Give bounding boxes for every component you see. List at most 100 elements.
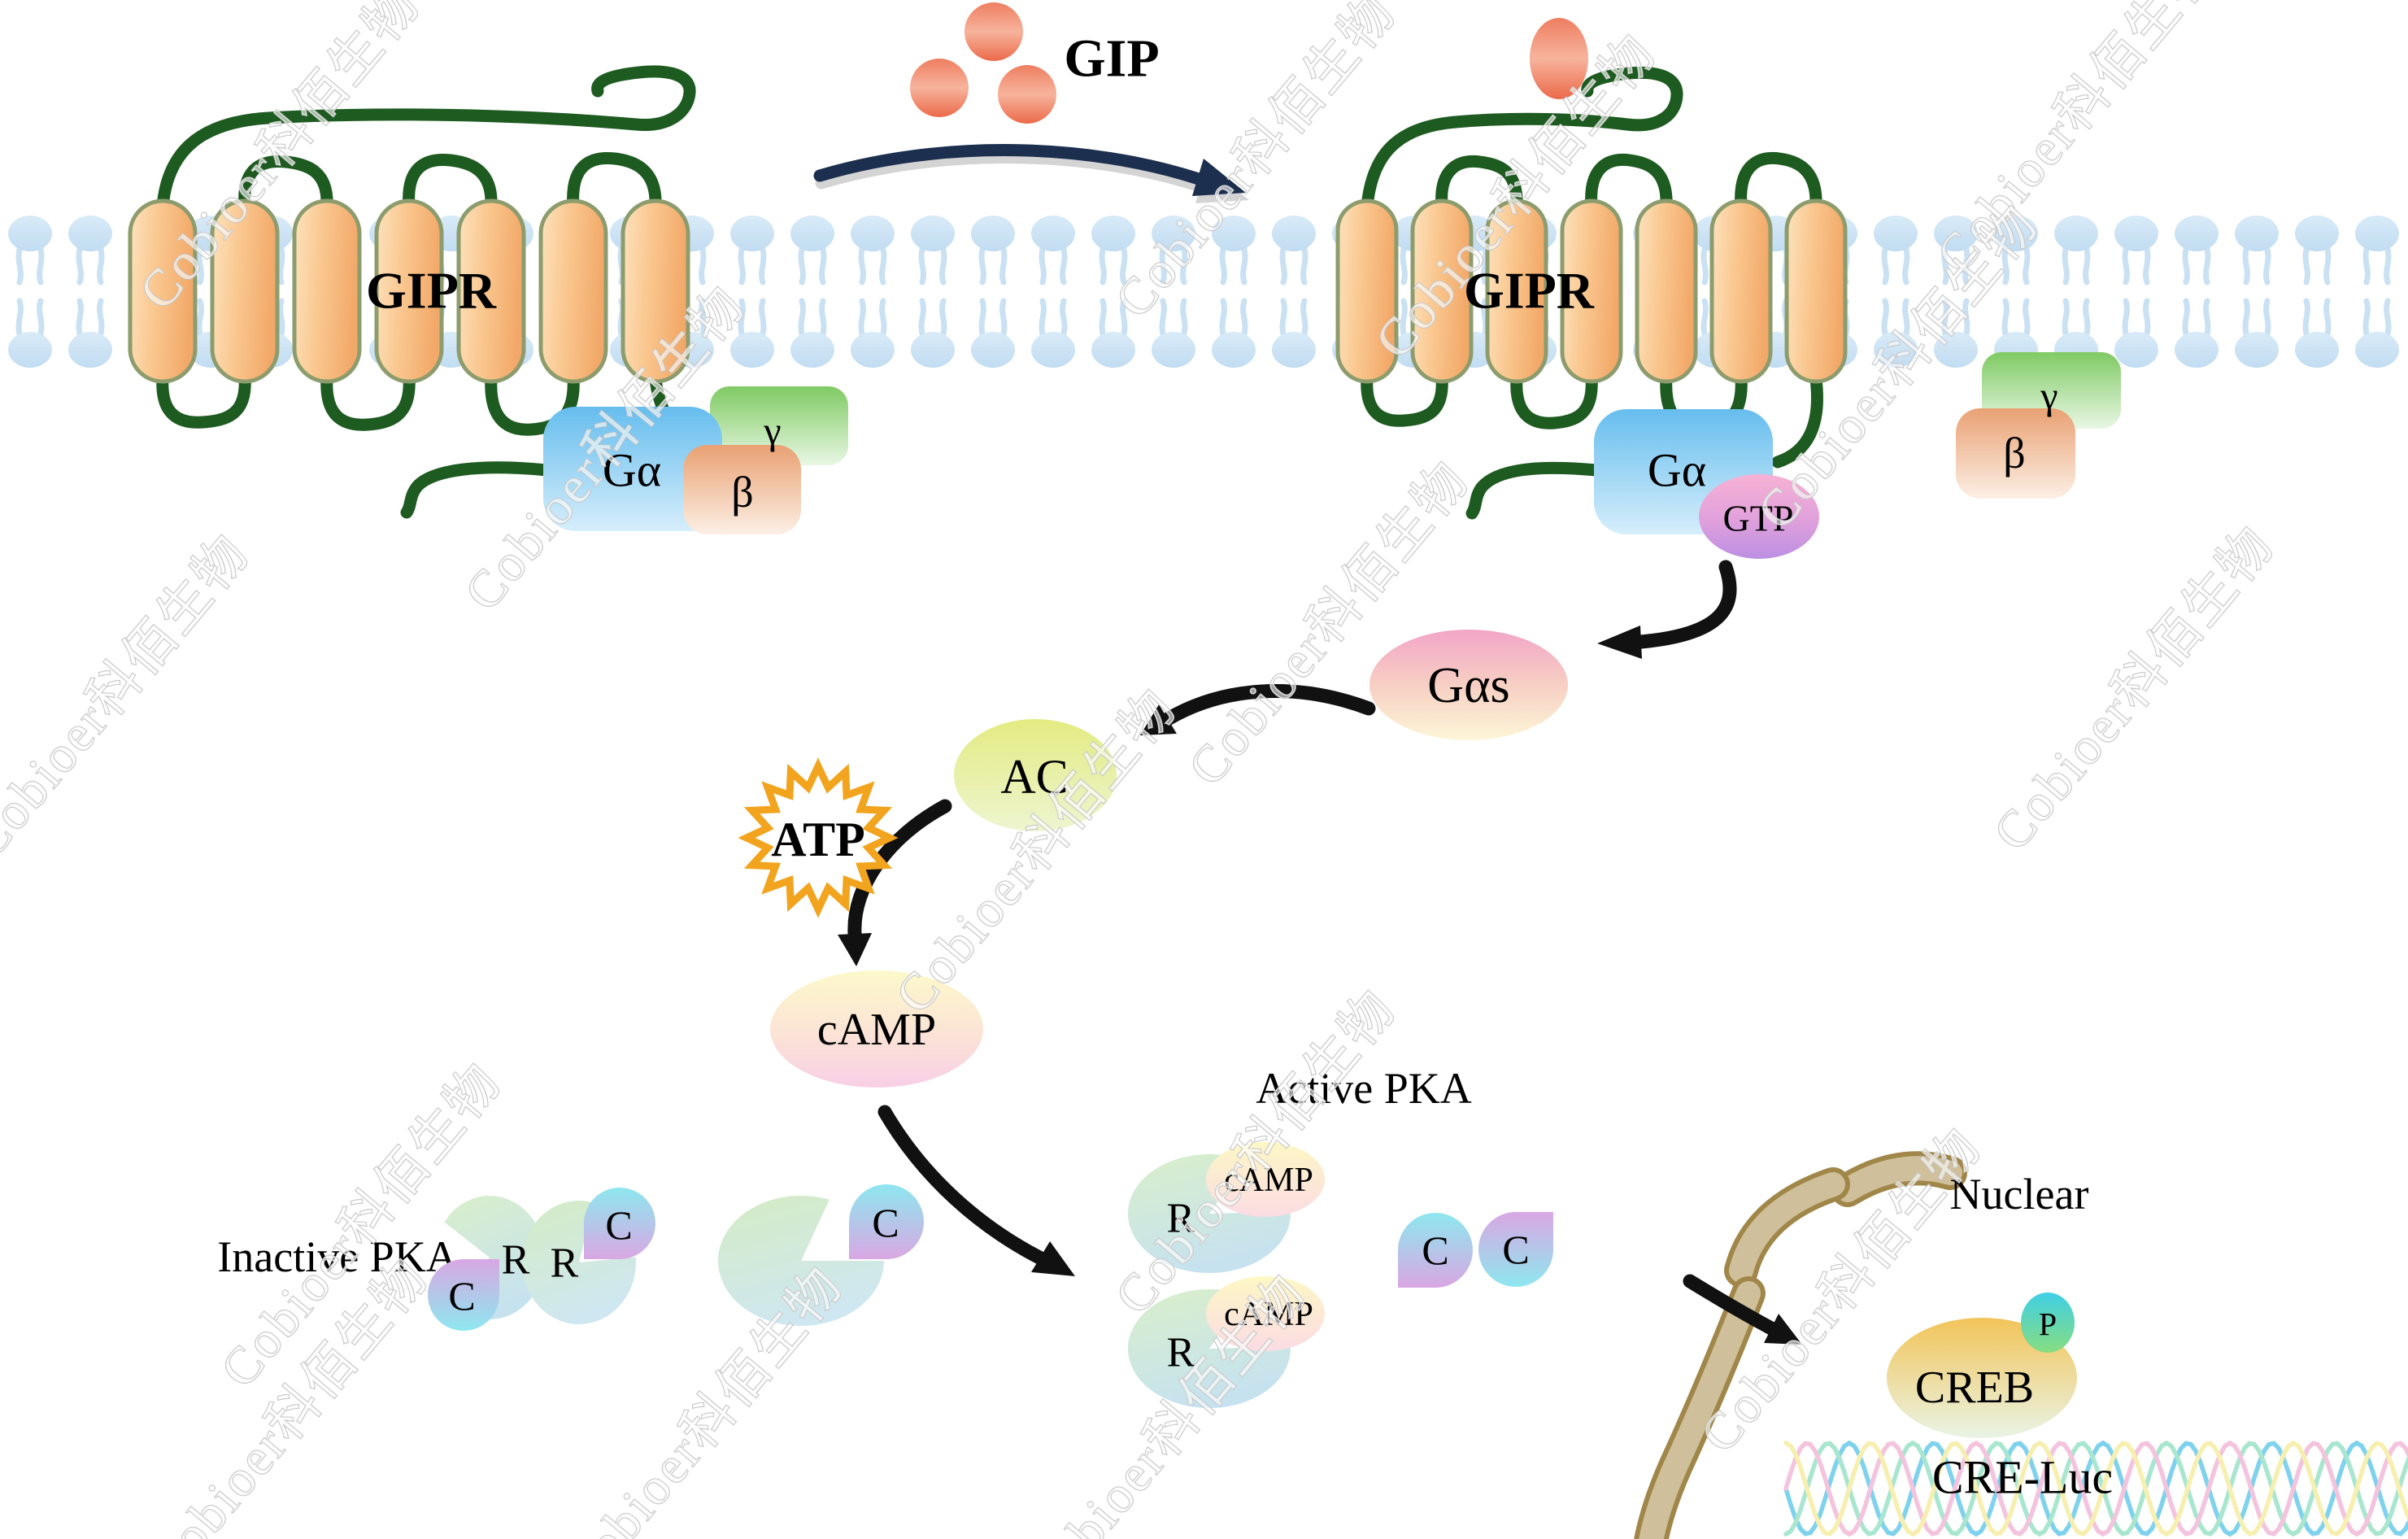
tm-helix-left bbox=[456, 198, 526, 384]
c-subunit-label: C bbox=[872, 1200, 899, 1245]
gipr-right-ec-loop bbox=[1585, 153, 1673, 213]
lipid-tail bbox=[2302, 243, 2310, 286]
dna-strand bbox=[1783, 1440, 2408, 1537]
lipid-tail bbox=[2323, 298, 2332, 340]
creb-label: CREB bbox=[1915, 1362, 2034, 1413]
lipid-tail bbox=[2203, 243, 2211, 286]
nuclear-label: Nuclear bbox=[1950, 1170, 2089, 1219]
lipid-tail bbox=[1962, 243, 1970, 286]
lipid-head bbox=[1031, 332, 1075, 368]
lipid-tail bbox=[37, 243, 45, 286]
lipid-tail bbox=[2263, 298, 2271, 340]
lipid-head bbox=[68, 216, 112, 251]
beta-subunit-right bbox=[1956, 408, 2075, 499]
lipid-tail bbox=[2384, 243, 2392, 286]
lipid-head bbox=[1031, 216, 1075, 251]
lipid-tail bbox=[1219, 298, 1227, 340]
r-subunit-shape bbox=[1127, 1288, 1291, 1408]
lipid-head bbox=[971, 216, 1015, 251]
camp-bound-1 bbox=[1206, 1142, 1325, 1217]
lipid-tail bbox=[2023, 298, 2031, 340]
lipid-tail bbox=[699, 243, 707, 286]
arrow-c-to-creb bbox=[1683, 1274, 1802, 1345]
tm-helix-right bbox=[1485, 198, 1548, 384]
lipid-tail bbox=[97, 243, 105, 286]
lipid-tail bbox=[978, 298, 986, 340]
lipid-head bbox=[1152, 332, 1195, 368]
lipid-tail bbox=[759, 298, 767, 340]
lipid-tail bbox=[1941, 243, 1949, 286]
lipid-head bbox=[911, 216, 955, 251]
lipid-tail bbox=[1060, 243, 1068, 286]
lipid-tail bbox=[999, 298, 1008, 340]
arrowhead bbox=[838, 933, 872, 966]
lipid-head bbox=[1874, 216, 1918, 251]
lipid-tail bbox=[798, 298, 806, 340]
camp-bound-2 bbox=[1206, 1276, 1325, 1351]
lipid-head bbox=[2235, 332, 2279, 368]
inactive-pka-label: Inactive PKA bbox=[217, 1232, 457, 1281]
lipid-head bbox=[730, 216, 774, 251]
lipid-head bbox=[1152, 216, 1195, 251]
lipid-head bbox=[971, 332, 1015, 368]
dna-strand bbox=[1783, 1440, 2408, 1537]
lipid-head bbox=[790, 216, 834, 251]
lipid-tail bbox=[2001, 243, 2010, 286]
lipid-tail bbox=[1240, 298, 1248, 340]
r-subunit-label: R bbox=[551, 1240, 579, 1287]
lipid-tail bbox=[15, 243, 24, 286]
lipid-tail bbox=[76, 298, 84, 340]
tm-helix-right bbox=[1560, 198, 1623, 384]
lipid-tail bbox=[37, 298, 45, 340]
lipid-tail bbox=[2083, 243, 2091, 286]
g-alpha-left-label: Gα bbox=[603, 444, 661, 497]
tm-helix-right bbox=[1335, 198, 1399, 384]
lipid-head bbox=[8, 216, 52, 251]
r-subunit-shape bbox=[521, 1201, 636, 1325]
lipid-head bbox=[8, 332, 52, 368]
lipid-tail bbox=[939, 298, 947, 340]
g-alpha-right-label: Gα bbox=[1648, 444, 1706, 497]
lipid-tail bbox=[2143, 298, 2151, 340]
tm-helix-right bbox=[1410, 198, 1474, 384]
r-subunit-label: R bbox=[1167, 1196, 1195, 1242]
atp-starburst bbox=[738, 757, 899, 918]
lipid-tail bbox=[1219, 243, 1227, 286]
gipr-right-ic-loop bbox=[1361, 371, 1448, 427]
lipid-head bbox=[2355, 332, 2399, 368]
lipid-head bbox=[1272, 332, 1316, 368]
lipid-tail bbox=[819, 298, 827, 340]
lipid-tail bbox=[2122, 243, 2130, 286]
lipid-head bbox=[1874, 332, 1918, 368]
g-alpha-s bbox=[1369, 630, 1568, 740]
tm-helix-left bbox=[128, 198, 198, 384]
atp-label: ATP bbox=[771, 813, 865, 866]
camp-bound-label: cAMP bbox=[1224, 1162, 1313, 1199]
gipr-left-label: GIPR bbox=[366, 262, 497, 320]
lipid-tail bbox=[1099, 243, 1107, 286]
gipr-tm-helices bbox=[128, 198, 1848, 384]
lipid-tail bbox=[2143, 243, 2151, 286]
pathway-arrows bbox=[838, 560, 1737, 1276]
creb-protein bbox=[1887, 1318, 2077, 1438]
lipid-tail bbox=[1159, 298, 1167, 340]
lipid-tail bbox=[1159, 243, 1167, 286]
lipid-tail bbox=[1180, 298, 1188, 340]
beta-subunit-left bbox=[683, 445, 801, 534]
gipr-right-c-terminus bbox=[1771, 373, 1823, 469]
arrow-gtp-to-gas bbox=[1634, 560, 1737, 649]
lipid-tail bbox=[1481, 298, 1489, 340]
lipid-tail bbox=[2263, 243, 2271, 286]
lipid-tail bbox=[1481, 243, 1489, 286]
lipid-tail bbox=[2362, 298, 2371, 340]
gipr-right-ic-loop bbox=[1510, 371, 1598, 429]
gipr-left-tail bbox=[400, 461, 553, 519]
lipid-tail bbox=[1962, 298, 1970, 340]
tm-helix-right bbox=[1784, 198, 1848, 384]
lipid-head bbox=[1934, 332, 1978, 368]
gipr-left-ec-loop bbox=[403, 153, 498, 213]
starburst-shape bbox=[738, 757, 899, 918]
gipr-left-ic-loop bbox=[485, 371, 580, 436]
g-alpha-left bbox=[543, 407, 722, 531]
